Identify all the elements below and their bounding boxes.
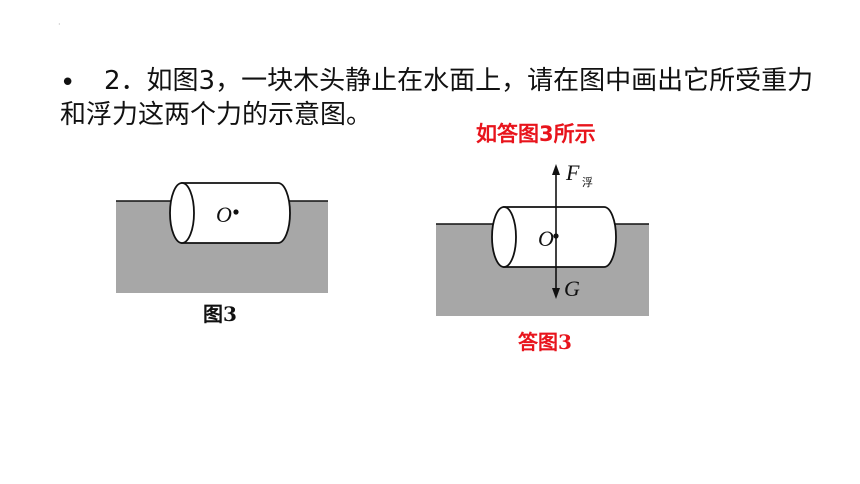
- figure-1-caption: 图3: [203, 302, 237, 326]
- log-body: [503, 206, 617, 268]
- gravity-label: G: [564, 276, 580, 301]
- log-end: [169, 182, 195, 244]
- figure-2: O F 浮 G: [436, 160, 649, 316]
- gravity-arrow-head: [552, 288, 560, 299]
- center-point: [553, 233, 559, 239]
- log-end: [491, 206, 517, 268]
- buoyancy-label: F: [565, 160, 580, 185]
- center-point: [233, 209, 239, 215]
- question-text: 2．如图3，一块木头静止在水面上，请在图中画出它所受重力和浮力这两个力的示意图。: [60, 64, 820, 132]
- answer-note: 如答图3所示: [476, 122, 596, 146]
- figure-1: O: [116, 182, 328, 293]
- buoyancy-subscript: 浮: [582, 176, 593, 189]
- figure-2-caption: 答图3: [518, 330, 572, 354]
- center-label: O: [538, 226, 554, 251]
- center-label: O: [216, 202, 232, 227]
- question-body: 2．如图3，一块木头静止在水面上，请在图中画出它所受重力和浮力这两个力的示意图。: [60, 66, 814, 130]
- bullet-point: •: [60, 68, 76, 98]
- buoyancy-arrow-head: [552, 164, 560, 175]
- corner-mark: ·: [58, 20, 61, 29]
